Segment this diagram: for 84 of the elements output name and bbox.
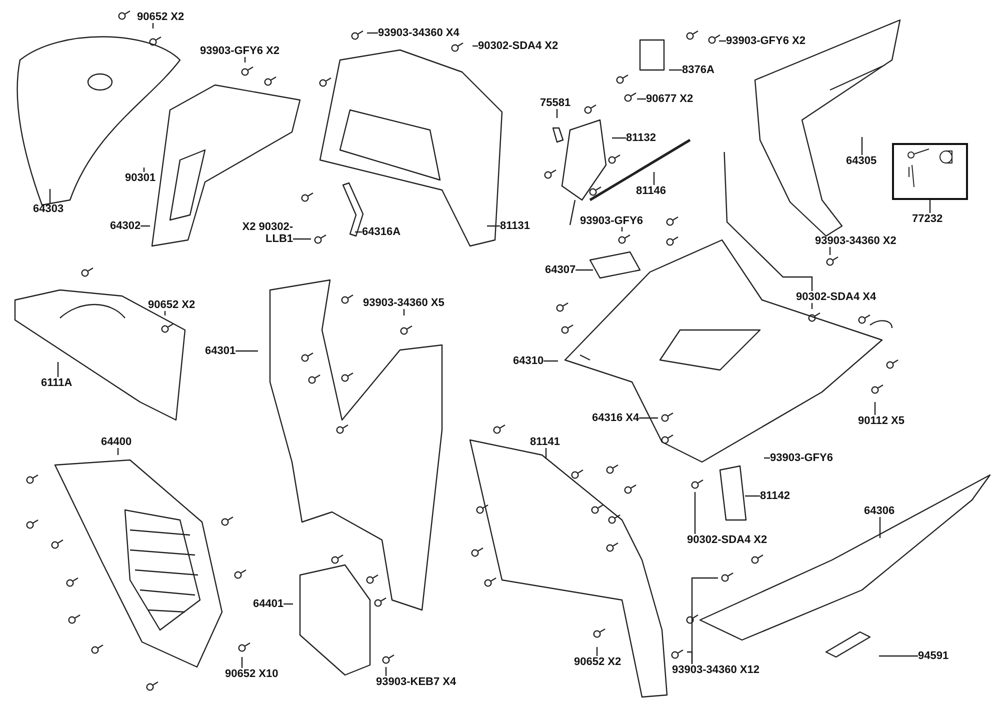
part-number: 64310 — [513, 355, 544, 367]
part-number: 93903-GFY6 — [580, 215, 643, 227]
part-number: 64301 — [205, 345, 236, 357]
part-number: 90652 X10 — [225, 668, 278, 680]
part-number: 64400 — [101, 436, 132, 448]
leader-line — [596, 647, 598, 656]
part-number: 77232 — [912, 213, 943, 225]
leader-line — [879, 517, 881, 538]
part-number: 93903-KEB7 X4 — [376, 676, 456, 688]
leader-line — [164, 311, 166, 316]
leader-line — [57, 362, 59, 377]
leader-line — [724, 152, 813, 291]
leader-line — [117, 448, 119, 455]
leader-line — [669, 69, 682, 71]
part-number: 93903-34360 X5 — [363, 297, 444, 309]
part-number: 90652 X2 — [148, 299, 196, 311]
part-number: 64303 — [33, 203, 64, 215]
leader-line — [719, 40, 726, 42]
part-number: 93903-34360 X2 — [815, 235, 896, 247]
leader-line — [861, 137, 863, 155]
part-number: 81141 — [530, 436, 560, 448]
leader-line — [576, 269, 593, 271]
part-number: 90677 X2 — [646, 93, 694, 105]
leader-line — [244, 57, 246, 62]
leader-line — [545, 448, 547, 459]
part-number: 75581 — [540, 97, 571, 109]
part-number: 6111A — [41, 377, 72, 389]
part-number: 93903-34360 X4 — [378, 27, 460, 39]
part-number: 93903-34360 X12 — [672, 664, 760, 676]
leader-line — [687, 651, 693, 664]
part-number: 81146 — [636, 185, 666, 197]
kit-frame — [892, 143, 968, 200]
part-number: 93903-GFY6 X2 — [726, 35, 806, 47]
leader-line — [556, 109, 558, 118]
part-number: 64316A — [362, 226, 401, 238]
leader-line — [637, 98, 646, 100]
leader-line — [385, 667, 387, 676]
leader-line — [49, 189, 51, 203]
part-number: 64305 — [846, 155, 877, 167]
part-number: 64306 — [864, 505, 895, 517]
leader-line — [621, 227, 623, 232]
leader-line — [544, 360, 558, 362]
leader-line — [639, 417, 658, 419]
part-number: 90112 X5 — [858, 415, 904, 427]
part-number: 90302-SDA4 X4 — [796, 291, 876, 303]
leader-line — [874, 402, 876, 415]
part-number: 64307 — [545, 264, 576, 276]
part-number: 90302-SDA4 X2 — [478, 40, 558, 52]
leader-line — [487, 225, 500, 227]
leader-line — [143, 168, 145, 172]
part-number: 81142 — [760, 490, 790, 502]
leader-line — [653, 172, 655, 185]
part-number: X2 90302-LLB1 — [229, 221, 293, 245]
part-number: 64302 — [110, 220, 141, 232]
leader-line — [241, 657, 243, 668]
leader-line — [152, 23, 154, 28]
leader-line — [236, 350, 258, 352]
part-number: 93903-GFY6 X2 — [200, 45, 280, 57]
part-number: 64401 — [253, 598, 284, 610]
leader-line — [140, 225, 150, 227]
leader-line — [764, 457, 770, 459]
leader-line — [355, 231, 362, 233]
part-number: 81132 — [626, 132, 656, 144]
part-number: 90652 X2 — [574, 656, 622, 668]
leader-line — [612, 137, 626, 139]
leader-line — [811, 303, 813, 309]
part-number: 94591 — [918, 650, 949, 662]
leader-line — [293, 238, 311, 240]
part-number: 81131 — [500, 220, 530, 232]
leader-line — [694, 492, 696, 534]
leader-line — [879, 655, 918, 657]
part-number: 93903-GFY6 — [770, 452, 833, 464]
leader-line — [472, 45, 478, 47]
leader-line — [367, 32, 378, 34]
part-number: 8376A — [682, 64, 714, 76]
leader-line — [929, 200, 931, 213]
leader-line — [745, 495, 760, 497]
leader-line — [403, 309, 405, 316]
part-number: 64316 X4 — [592, 412, 640, 424]
leader-line — [829, 247, 831, 255]
part-number: 90302-SDA4 X2 — [687, 534, 768, 546]
leader-line — [284, 603, 293, 605]
part-number: 90301 — [125, 172, 156, 184]
part-number: 90652 X2 — [137, 11, 184, 23]
